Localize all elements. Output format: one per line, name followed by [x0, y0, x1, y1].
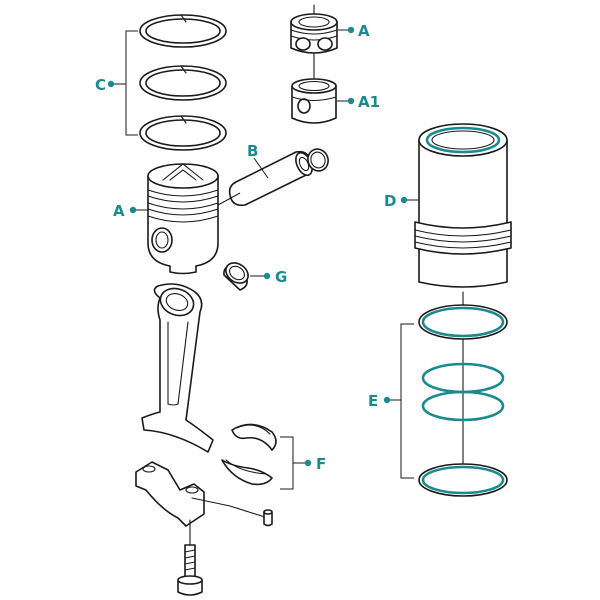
rod-cap [135, 461, 269, 527]
piston-ring-1-inner [145, 18, 221, 44]
piston-ring-2-inner [145, 69, 221, 97]
bearing-shells-f [221, 423, 277, 486]
callout-dot-d [400, 196, 408, 204]
piston-skirt-a1 [291, 78, 337, 124]
label-b: B [247, 142, 258, 160]
label-a-top: A [358, 22, 370, 40]
callout-dot-e [383, 396, 391, 404]
label-g: G [275, 268, 287, 286]
label-a-main: A [113, 202, 125, 220]
callout-dot-a-top [347, 26, 355, 34]
cylinder-liner-d [414, 123, 512, 479]
label-c: C [95, 76, 106, 94]
dowel-pin [263, 509, 273, 527]
label-e: E [368, 392, 378, 410]
callout-dot-a1 [347, 97, 355, 105]
label-a1: A1 [358, 93, 380, 111]
liner-seals-e [418, 304, 508, 497]
callout-dot-c [107, 80, 115, 88]
piston-rings-c [139, 14, 227, 151]
label-f: F [316, 455, 326, 473]
callout-dot-f [304, 459, 312, 467]
label-d: D [384, 192, 396, 210]
bracket-c [125, 30, 138, 136]
callout-dot-a-main [129, 206, 137, 214]
connecting-rod [141, 283, 214, 453]
bracket-e [400, 323, 414, 479]
bushing-g [223, 262, 249, 291]
piston-a [147, 163, 219, 275]
piston-pin-b [228, 148, 329, 207]
bracket-f [280, 436, 294, 490]
rod-bolt [177, 519, 203, 596]
callout-dot-g [263, 272, 271, 280]
piston-ring-3-inner [145, 119, 221, 147]
